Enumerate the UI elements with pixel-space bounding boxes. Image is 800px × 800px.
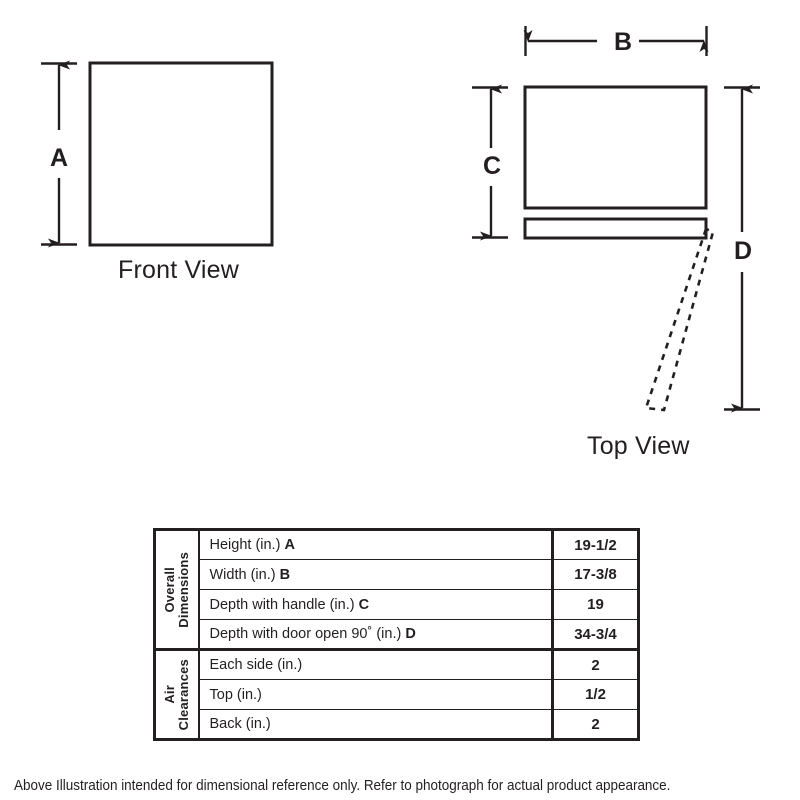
front-view-group [41,60,274,248]
row-label-text: Back (in.) [209,716,271,732]
specification-table: Overall Dimensions Height (in.) A 19-1/2… [153,528,640,741]
table-row: Back (in.) 2 [155,709,640,741]
group-label-line-1: Overall [162,566,178,613]
row-label-text: Height (in.) [209,537,285,553]
dimension-label-b: B [607,27,640,58]
table-row: Width (in.) B 17-3/8 [155,559,640,590]
top-view-door-open-dashed [644,227,715,412]
row-value-height: 19-1/2 [551,528,640,560]
row-label-text: Top (in.) [209,686,262,703]
row-value-width: 17-3/8 [551,559,640,590]
group-label-line-2: Clearances [176,658,192,731]
row-label-width: Width (in.) B [198,559,553,590]
dimension-label-c: C [480,150,505,183]
row-label-height: Height (in.) A [198,528,553,560]
row-label-letter: A [284,537,295,553]
row-label-letter: D [405,626,416,642]
front-view-body [88,61,274,247]
table-row: Overall Dimensions Height (in.) A 19-1/2 [153,528,640,651]
table-row: Top (in.) 1/2 [155,679,640,710]
row-label-text: Width (in.) [209,566,280,583]
row-label-top: Top (in.) [198,679,553,710]
specification-table-body: Overall Dimensions Height (in.) A 19-1/2… [153,528,640,741]
row-value-depth-door-open: 34-3/4 [551,619,640,651]
top-view-caption: Top View [587,432,690,460]
row-label-each-side: Each side (in.) [198,648,553,680]
dimension-label-a: A [47,142,72,175]
group-label-line-2: Dimensions [176,551,192,628]
row-label-text: Each side (in.) [209,657,303,673]
row-value-each-side: 2 [551,648,640,680]
row-value-top: 1/2 [551,679,640,710]
table-row: Air Clearances Each side (in.) 2 [153,648,640,741]
row-label-depth-door-open: Depth with door open 90˚ (in.) D [198,619,553,651]
group-cell-air-clearances: Air Clearances [153,648,200,741]
row-label-letter: B [279,566,291,583]
illustration-disclaimer: Above Illustration intended for dimensio… [14,778,671,794]
row-label-text: Depth with handle (in.) [209,596,359,613]
group-label-line-1: Air [162,685,178,704]
table-row: Depth with handle (in.) C 19 [155,589,640,620]
top-view-group [472,26,760,413]
top-view-door-bar [523,217,708,240]
front-view-caption: Front View [118,256,240,284]
row-label-text: Depth with door open 90˚ (in.) [209,626,406,642]
row-value-back: 2 [551,709,640,741]
dimension-label-d: D [731,235,756,268]
row-value-depth-handle: 19 [551,589,640,620]
row-label-letter: C [358,596,370,613]
top-view-body [523,85,708,210]
group-cell-overall-dimensions: Overall Dimensions [153,528,200,651]
table-row: Depth with door open 90˚ (in.) D 34-3/4 [155,619,640,651]
row-label-back: Back (in.) [198,709,553,741]
row-label-depth-handle: Depth with handle (in.) C [198,589,553,620]
